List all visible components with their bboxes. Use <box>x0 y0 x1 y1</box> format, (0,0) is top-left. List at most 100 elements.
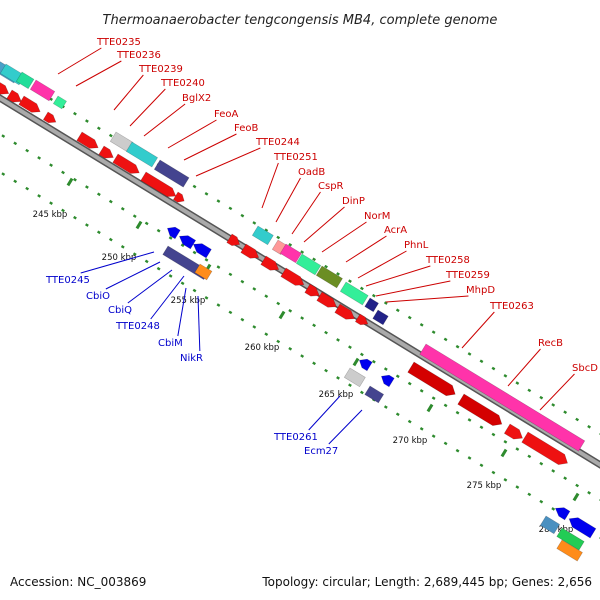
track-dot <box>49 201 53 205</box>
track-dot <box>144 259 149 264</box>
leader-line <box>195 147 261 177</box>
gene-arrow <box>372 309 389 326</box>
track-dot <box>348 383 352 387</box>
tick-label: 255 kbp <box>171 296 206 306</box>
track-dot <box>180 243 185 248</box>
track-dot <box>515 485 520 489</box>
track-dot <box>360 352 364 357</box>
track-dot <box>61 170 65 175</box>
track-dot <box>443 441 448 446</box>
track-dot <box>252 325 257 329</box>
track-dot <box>348 345 352 349</box>
gene-label: TTE0261 <box>273 432 318 443</box>
track-dot <box>312 323 316 328</box>
leader-line <box>291 191 321 235</box>
gene-arrow <box>554 507 571 521</box>
track-dot <box>216 265 221 269</box>
gene-arrow <box>364 385 385 404</box>
track-dot <box>455 410 460 415</box>
track-dot <box>73 111 77 116</box>
track-dot <box>563 476 568 481</box>
track-dot <box>228 310 233 315</box>
track-dot <box>419 323 424 327</box>
track-dot <box>1 134 6 138</box>
track-dot <box>73 215 77 220</box>
tick-label: 265 kbp <box>319 390 354 400</box>
gene-arrow <box>240 243 260 259</box>
track-dot <box>491 366 496 371</box>
gene-arrow <box>380 374 395 388</box>
gene-label: SbcD <box>572 363 598 374</box>
gene-arrow <box>364 297 379 313</box>
track-dot <box>300 316 305 320</box>
gene-label: RecB <box>538 338 563 349</box>
track-dot <box>407 315 412 320</box>
gene-arrow <box>279 243 302 264</box>
track-dot <box>324 368 328 373</box>
gene-arrow <box>140 171 177 197</box>
gene-arrow <box>334 303 355 320</box>
track-dot <box>527 492 532 497</box>
track-dot <box>73 177 77 182</box>
track-dot <box>539 395 544 400</box>
label-leader-lines <box>57 47 575 445</box>
track-dot <box>515 381 520 385</box>
gene-arrow <box>98 145 114 159</box>
gene-arrow <box>521 431 568 465</box>
track-dot <box>336 338 340 342</box>
track-dot <box>300 354 305 358</box>
gene-arrow <box>358 358 373 372</box>
gene-arrow <box>153 159 190 188</box>
track-dot <box>37 156 42 160</box>
track-dot <box>443 403 448 408</box>
gene-label: TTE0240 <box>160 78 205 89</box>
track-dot <box>467 456 472 460</box>
track-dot <box>85 223 89 227</box>
gene-label: NorM <box>364 211 390 222</box>
tick-label: 275 kbp <box>467 481 502 491</box>
gene-arrow <box>52 95 67 110</box>
track-dot <box>371 293 376 298</box>
track-dot <box>455 344 460 349</box>
gene-label: TTE0258 <box>425 255 470 266</box>
genome-summary-text: Topology: circular; Length: 2,689,445 bp… <box>261 575 592 589</box>
tick-label: 270 kbp <box>393 436 428 446</box>
gene-label: BglX2 <box>182 93 211 104</box>
track-dot <box>383 367 388 371</box>
track-dot <box>312 257 316 262</box>
scale-tick <box>500 448 508 458</box>
gene-label: TTE0236 <box>116 50 161 61</box>
leader-line <box>167 119 217 149</box>
scale-tick <box>572 492 580 502</box>
leader-line <box>143 103 186 137</box>
gene-label: DinP <box>342 196 365 207</box>
accession-text: Accession: NC_003869 <box>10 575 146 589</box>
track-dot <box>276 235 281 240</box>
gene-arrow <box>354 313 369 326</box>
leader-line <box>127 269 173 304</box>
gene-arrow <box>194 263 213 281</box>
scale-tick <box>426 403 434 413</box>
track-dot <box>503 440 508 444</box>
scale-tick <box>135 220 143 230</box>
track-dot <box>527 388 532 393</box>
gene-arrow <box>192 243 212 259</box>
leader-line <box>308 395 341 431</box>
track-dot <box>252 221 257 225</box>
track-dot <box>240 317 245 322</box>
track-dot <box>503 374 508 378</box>
gene-arrow <box>112 153 140 174</box>
track-dot <box>443 337 448 342</box>
leader-line <box>365 265 431 287</box>
track-dot <box>61 208 65 213</box>
gene-label: FeoB <box>234 123 258 134</box>
track-dot <box>336 272 340 276</box>
gene-label: TTE0244 <box>255 137 300 148</box>
gene-arrow <box>18 95 41 113</box>
track-dot <box>324 264 328 269</box>
track-dot <box>539 499 544 504</box>
map-title: Thermoanaerobacter tengcongensis MB4, co… <box>103 13 498 28</box>
gene-label: TTE0263 <box>489 301 534 312</box>
track-dot <box>120 245 125 249</box>
